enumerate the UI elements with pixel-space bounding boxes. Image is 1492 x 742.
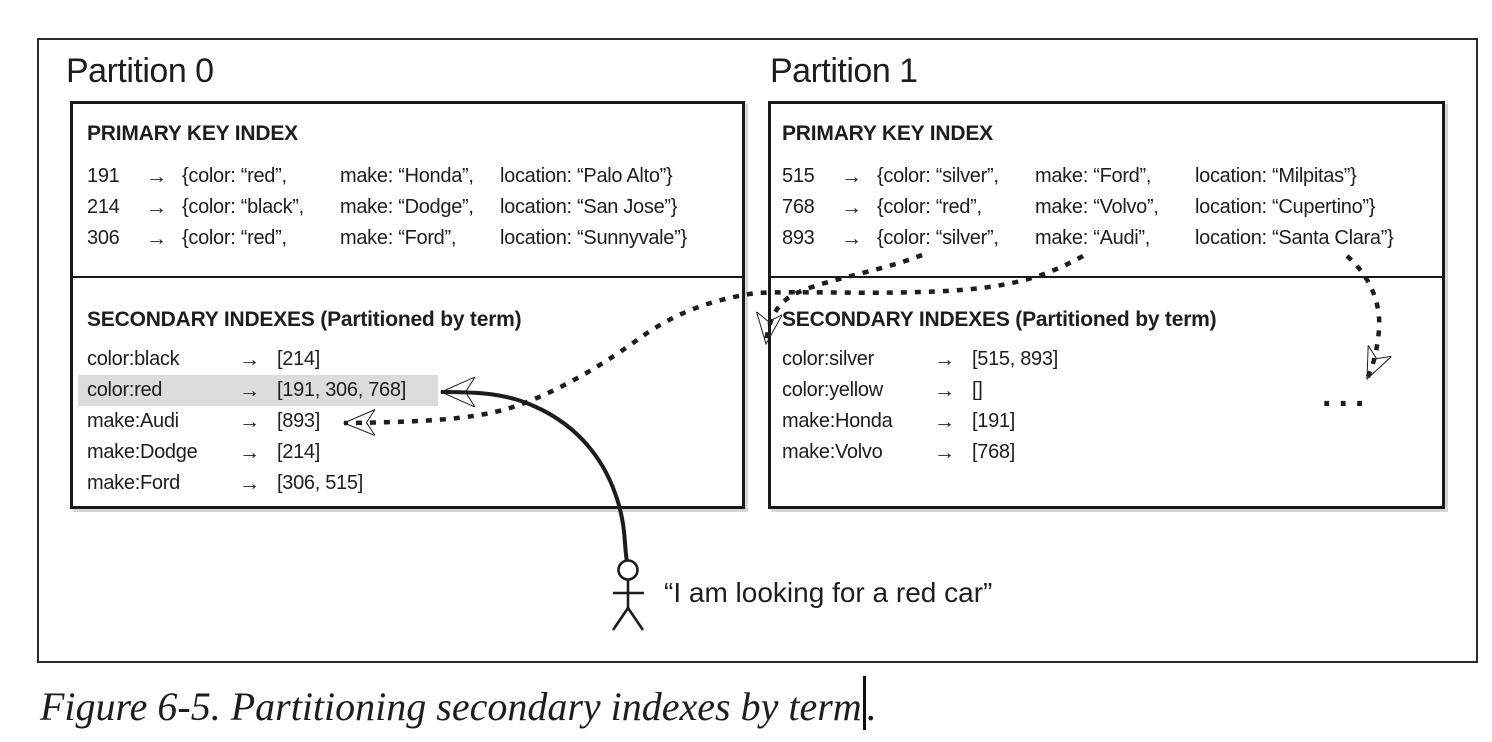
doc-color: {color: “red”, [182,227,287,249]
doc-id: 191 [87,165,120,187]
secondary-indexes-heading: SECONDARY INDEXES (Partitioned by term) [87,308,522,331]
doc-location: location: “San Jose”} [500,196,678,218]
index-term: make:Audi [87,410,179,432]
secondary-index-row: color:black → [214] [87,344,738,375]
primary-key-index-heading: PRIMARY KEY INDEX [782,122,993,145]
index-term: make:Volvo [782,441,883,463]
maps-to-arrow: → [841,164,862,188]
maps-to-arrow: → [934,440,955,464]
primary-key-row: 515 → {color: “silver”, make: “Ford”, lo… [782,161,1438,192]
secondary-index-row: make:Audi → [893] [87,406,738,437]
maps-to-arrow: → [239,440,260,464]
doc-make: make: “Honda”, [340,165,474,187]
index-postings: [] [972,379,983,401]
maps-to-arrow: → [239,471,260,495]
index-postings: [191, 306, 768] [277,379,406,401]
doc-make: make: “Audi”, [1035,227,1151,249]
index-term: make:Ford [87,472,180,494]
section-divider [70,276,745,278]
doc-id: 893 [782,227,815,249]
doc-id: 768 [782,196,815,218]
doc-color: {color: “red”, [182,165,287,187]
doc-location: location: “Cupertino”} [1195,196,1376,218]
index-postings: [214] [277,441,320,463]
doc-color: {color: “silver”, [877,227,999,249]
figure-caption-period: . [866,684,877,729]
doc-location: location: “Santa Clara”} [1195,227,1394,249]
maps-to-arrow: → [146,226,167,250]
primary-key-row: 191 → {color: “red”, make: “Honda”, loca… [87,161,738,192]
index-postings: [306, 515] [277,472,363,494]
primary-key-index-heading: PRIMARY KEY INDEX [87,122,298,145]
primary-key-row: 768 → {color: “red”, make: “Volvo”, loca… [782,192,1438,223]
maps-to-arrow: → [934,409,955,433]
index-postings: [191] [972,410,1015,432]
primary-key-rows: 191 → {color: “red”, make: “Honda”, loca… [87,161,738,254]
doc-id: 306 [87,227,120,249]
doc-make: make: “Dodge”, [340,196,474,218]
primary-key-row: 893 → {color: “silver”, make: “Audi”, lo… [782,223,1438,254]
index-term: color:red [87,379,163,401]
query-quote: “I am looking for a red car” [664,577,993,608]
maps-to-arrow: → [146,164,167,188]
maps-to-arrow: → [934,347,955,371]
doc-location: location: “Palo Alto”} [500,165,673,187]
maps-to-arrow: → [934,378,955,402]
secondary-index-row: color:red → [191, 306, 768] [87,375,738,406]
other-partitions-ellipsis: ... [1322,376,1372,414]
secondary-index-row: make:Ford → [306, 515] [87,468,738,499]
doc-color: {color: “black”, [182,196,304,218]
doc-make: make: “Ford”, [1035,165,1152,187]
doc-id: 515 [782,165,815,187]
index-postings: [893] [277,410,320,432]
index-term: color:black [87,348,180,370]
doc-color: {color: “red”, [877,196,982,218]
maps-to-arrow: → [239,378,260,402]
doc-color: {color: “silver”, [877,165,999,187]
partition-1-label: Partition 1 [770,52,918,90]
doc-make: make: “Volvo”, [1035,196,1159,218]
index-postings: [214] [277,348,320,370]
secondary-index-row: make:Volvo → [768] [782,437,1438,468]
primary-key-row: 306 → {color: “red”, make: “Ford”, locat… [87,223,738,254]
doc-make: make: “Ford”, [340,227,457,249]
index-term: color:silver [782,348,874,370]
maps-to-arrow: → [146,195,167,219]
index-term: color:yellow [782,379,883,401]
partition-1-box: PRIMARY KEY INDEX 515 → {color: “silver”… [768,101,1445,509]
doc-location: location: “Milpitas”} [1195,165,1357,187]
primary-key-row: 214 → {color: “black”, make: “Dodge”, lo… [87,192,738,223]
figure-caption: Figure 6-5. Partitioning secondary index… [40,676,877,735]
index-term: make:Dodge [87,441,198,463]
secondary-index-row: make:Dodge → [214] [87,437,738,468]
partition-0-label: Partition 0 [66,52,214,90]
primary-key-rows: 515 → {color: “silver”, make: “Ford”, lo… [782,161,1438,254]
maps-to-arrow: → [841,195,862,219]
doc-location: location: “Sunnyvale”} [500,227,687,249]
secondary-index-rows: color:black → [214] color:red → [191, 30… [87,344,738,499]
text-cursor [862,676,866,730]
index-term: make:Honda [782,410,893,432]
maps-to-arrow: → [239,347,260,371]
maps-to-arrow: → [239,409,260,433]
figure-caption-text: Figure 6-5. Partitioning secondary index… [40,684,862,729]
secondary-indexes-heading: SECONDARY INDEXES (Partitioned by term) [782,308,1217,331]
partition-0-box: PRIMARY KEY INDEX 191 → {color: “red”, m… [70,101,745,509]
section-divider [768,276,1445,278]
index-postings: [768] [972,441,1015,463]
secondary-index-row: color:silver → [515, 893] [782,344,1438,375]
index-postings: [515, 893] [972,348,1058,370]
maps-to-arrow: → [841,226,862,250]
doc-id: 214 [87,196,120,218]
